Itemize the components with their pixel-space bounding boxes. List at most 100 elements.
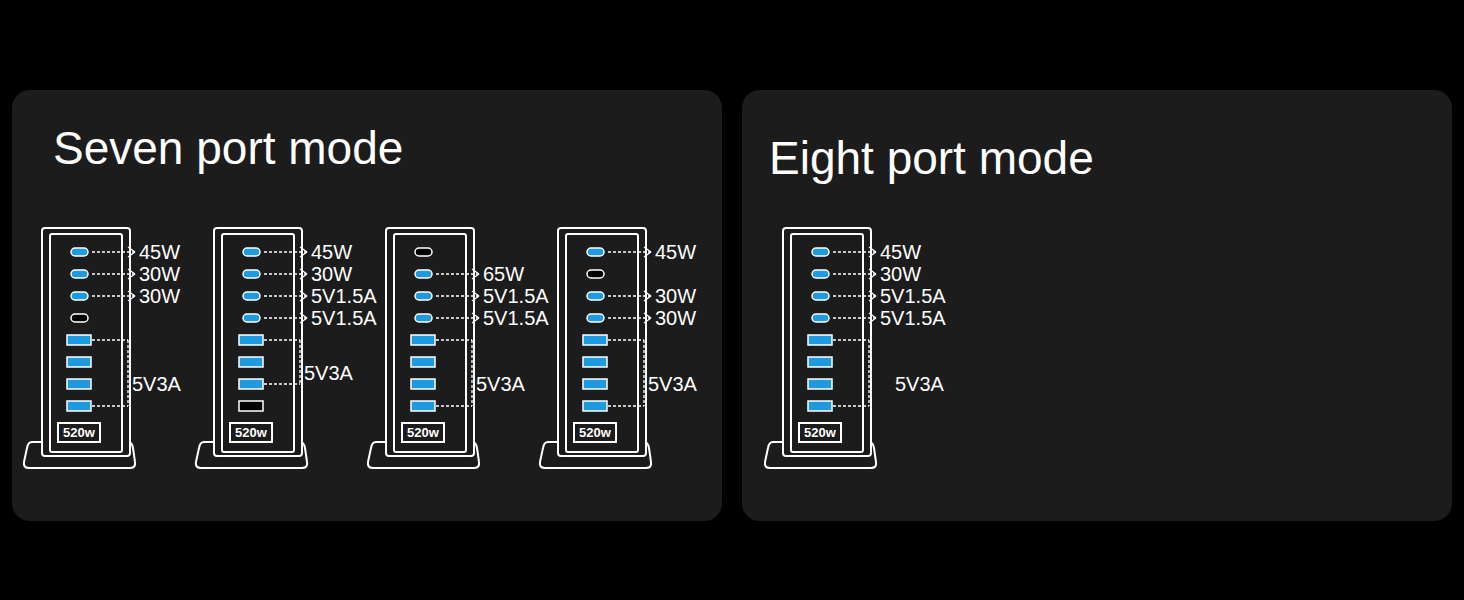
usb-c-port xyxy=(587,292,604,300)
bracket-line xyxy=(643,340,644,406)
port-label: 5V3A xyxy=(648,373,697,395)
panel-heading: Eight port mode xyxy=(769,132,1094,184)
usb-a-port xyxy=(583,379,607,389)
arrow-head xyxy=(869,252,876,257)
usb-c-port xyxy=(71,248,88,256)
leader-line xyxy=(608,295,650,296)
usb-c-port xyxy=(415,248,432,256)
leader-line xyxy=(436,317,478,318)
charger-tower: 520w xyxy=(538,226,653,472)
bracket-line xyxy=(471,340,472,406)
port-label: 5V3A xyxy=(304,362,353,384)
arrow-head xyxy=(300,296,307,301)
leader-line xyxy=(264,251,306,252)
usb-c-port xyxy=(587,314,604,322)
usb-a-port xyxy=(239,401,263,411)
arrow-head xyxy=(644,291,651,296)
charger-tower: 520w xyxy=(22,226,137,472)
usb-a-port xyxy=(67,401,91,411)
leader-line xyxy=(264,295,306,296)
tower-housing xyxy=(42,228,130,456)
port-label: 45W xyxy=(880,241,921,263)
usb-c-port xyxy=(243,314,260,322)
power-badge: 520w xyxy=(57,422,101,443)
arrow-head xyxy=(472,313,479,318)
tower-face xyxy=(50,234,122,452)
usb-a-port xyxy=(411,357,435,367)
arrow-head xyxy=(300,247,307,252)
arrow-head xyxy=(869,291,876,296)
panel-heading: Seven port mode xyxy=(53,122,403,174)
arrow-head xyxy=(472,296,479,301)
bracket-line xyxy=(868,340,869,406)
leader-line xyxy=(92,251,134,252)
arrow-head xyxy=(869,296,876,301)
usb-a-port xyxy=(239,335,263,345)
arrow-head xyxy=(644,318,651,323)
port-label: 30W xyxy=(311,263,352,285)
port-label: 5V1.5A xyxy=(311,285,377,307)
usb-a-port xyxy=(808,401,832,411)
tower-face xyxy=(566,234,638,452)
tower-housing xyxy=(783,228,871,456)
power-badge: 520w xyxy=(229,422,273,443)
arrow-head xyxy=(644,296,651,301)
bracket-line xyxy=(608,405,644,406)
bracket-line xyxy=(264,383,300,384)
port-label: 5V1.5A xyxy=(880,307,946,329)
usb-a-port xyxy=(808,357,832,367)
port-label: 5V1.5A xyxy=(483,285,549,307)
usb-c-port xyxy=(243,248,260,256)
port-label: 30W xyxy=(139,263,180,285)
port-label: 5V3A xyxy=(132,373,181,395)
usb-c-port xyxy=(587,270,604,278)
port-label: 65W xyxy=(483,263,524,285)
power-badge: 520w xyxy=(401,422,445,443)
bracket-line xyxy=(833,339,869,340)
bracket-line xyxy=(608,339,644,340)
arrow-head xyxy=(472,269,479,274)
arrow-head xyxy=(869,318,876,323)
usb-c-port xyxy=(812,270,829,278)
tower-housing xyxy=(558,228,646,456)
usb-c-port xyxy=(243,292,260,300)
usb-c-port xyxy=(415,270,432,278)
tower-face xyxy=(394,234,466,452)
arrow-head xyxy=(644,252,651,257)
usb-a-port xyxy=(583,335,607,345)
bracket-line xyxy=(299,340,300,384)
arrow-head xyxy=(300,291,307,296)
usb-a-port xyxy=(239,357,263,367)
leader-line xyxy=(92,295,134,296)
bracket-line xyxy=(436,339,472,340)
usb-c-port xyxy=(71,292,88,300)
usb-c-port xyxy=(812,248,829,256)
arrow-head xyxy=(128,252,135,257)
arrow-head xyxy=(644,247,651,252)
usb-c-port xyxy=(812,314,829,322)
port-label: 30W xyxy=(655,307,696,329)
usb-c-port xyxy=(243,270,260,278)
leader-line xyxy=(833,317,875,318)
usb-c-port xyxy=(415,314,432,322)
arrow-head xyxy=(300,313,307,318)
arrow-head xyxy=(300,252,307,257)
usb-a-port xyxy=(411,401,435,411)
arrow-head xyxy=(472,318,479,323)
power-badge: 520w xyxy=(573,422,617,443)
leader-line xyxy=(608,251,650,252)
port-label: 5V1.5A xyxy=(880,285,946,307)
leader-line xyxy=(833,295,875,296)
leader-line xyxy=(264,317,306,318)
leader-line xyxy=(264,273,306,274)
arrow-head xyxy=(869,247,876,252)
port-label: 45W xyxy=(139,241,180,263)
port-label: 5V1.5A xyxy=(311,307,377,329)
arrow-head xyxy=(869,274,876,279)
leader-line xyxy=(833,251,875,252)
bracket-line xyxy=(436,405,472,406)
port-label: 45W xyxy=(311,241,352,263)
arrow-head xyxy=(644,313,651,318)
bracket-line xyxy=(92,339,128,340)
arrow-head xyxy=(128,269,135,274)
